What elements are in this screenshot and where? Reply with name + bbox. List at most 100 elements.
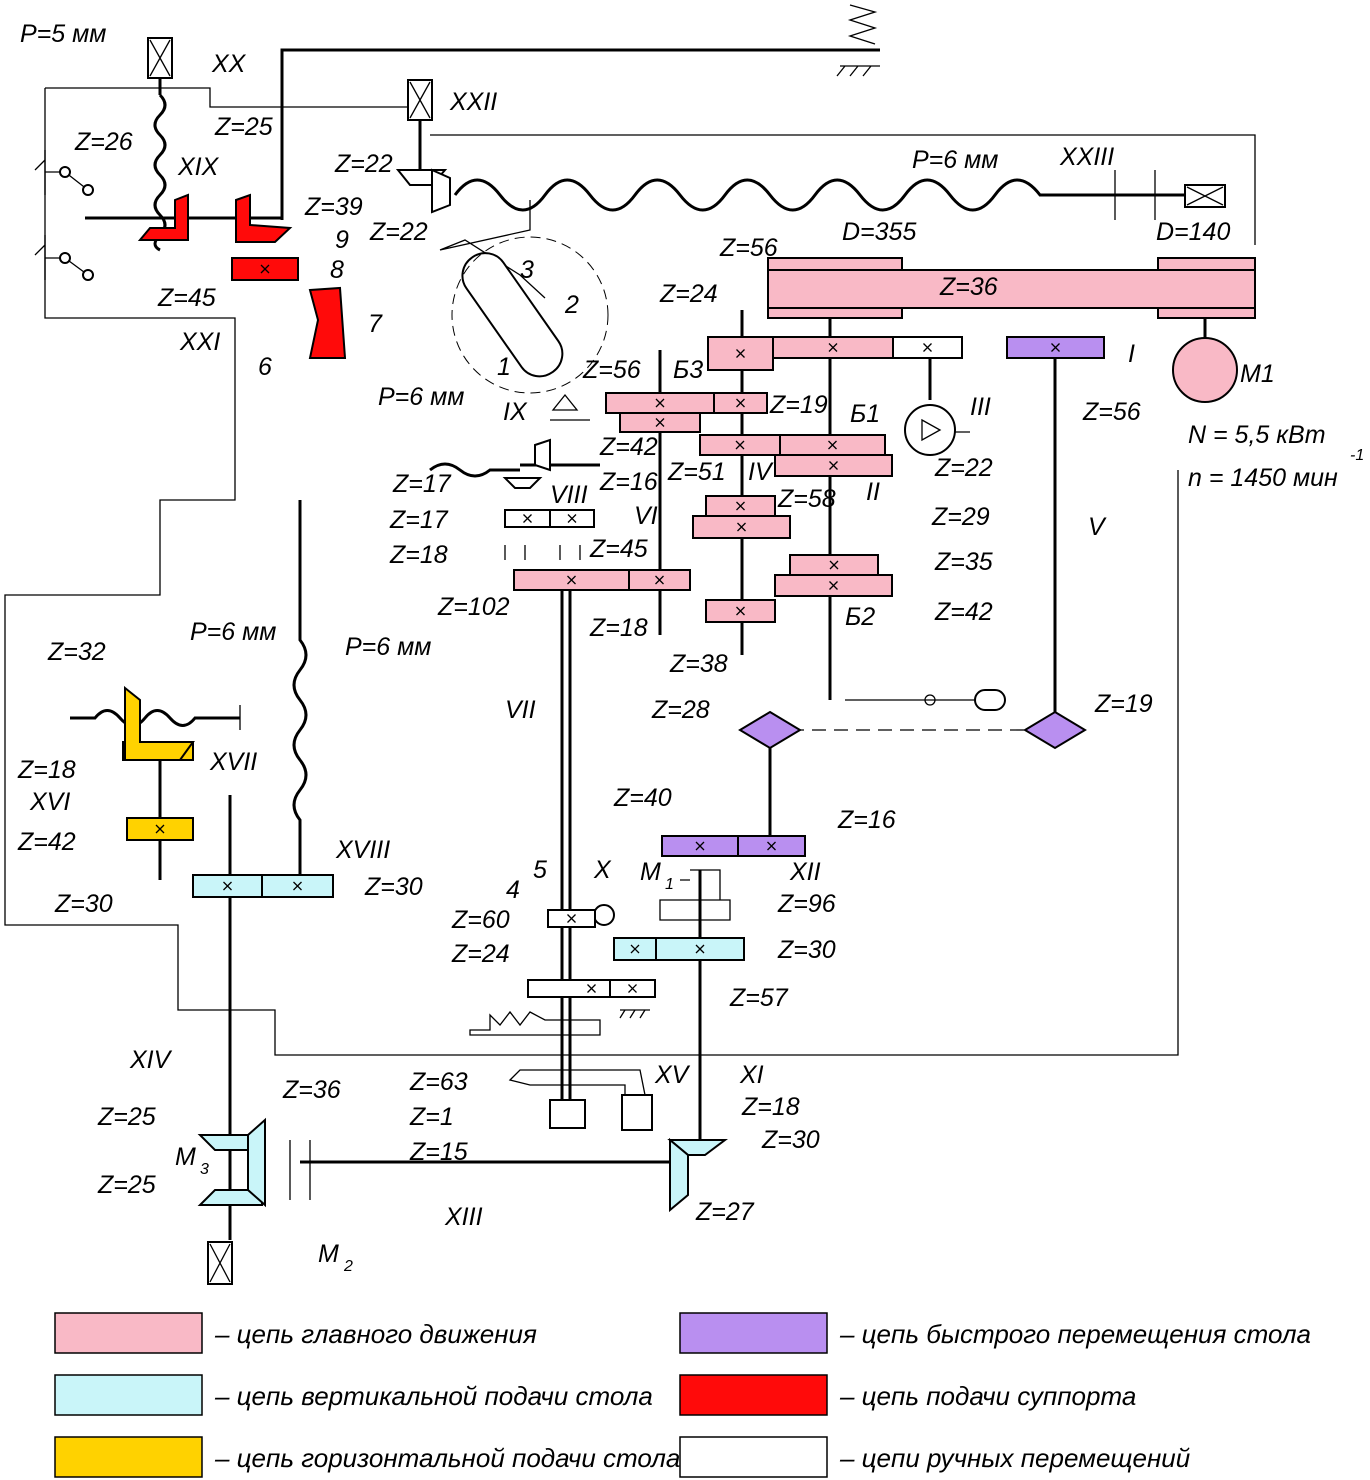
diagram-label: 5 xyxy=(533,856,547,884)
diagram-label: P=5 мм xyxy=(20,20,106,48)
gear-center-mark xyxy=(628,984,637,993)
diagram-label: M xyxy=(640,858,661,886)
gear-center-mark xyxy=(630,944,640,954)
diagram-label: Z=30 xyxy=(54,890,113,918)
diagram-label: 3 xyxy=(520,256,534,284)
gear-center-mark xyxy=(767,841,776,851)
diagram-label: Z=42 xyxy=(599,433,658,461)
diagram-label: XV xyxy=(654,1061,691,1089)
diagram-label: Z=45 xyxy=(589,535,648,563)
diagram-label: n = 1450 мин xyxy=(1188,464,1338,492)
bevel-gear-z25 xyxy=(235,193,293,243)
legend-label: – цепь быстрого перемещения стола xyxy=(839,1319,1311,1349)
diagram-label: II xyxy=(866,478,880,506)
diagram-label: Z=27 xyxy=(695,1198,755,1226)
gear-center-mark xyxy=(695,944,705,954)
diagram-label: Z=28 xyxy=(651,696,710,724)
diagram-label: Z=18 xyxy=(389,541,448,569)
diagram-label: -1 xyxy=(1350,447,1364,464)
legend-label: – цепи ручных перемещений xyxy=(839,1443,1190,1473)
diagram-label: P=6 мм xyxy=(378,383,464,411)
gear-center-mark xyxy=(828,343,838,352)
diagram-label: Z=16 xyxy=(837,806,896,834)
gear-center-mark xyxy=(655,398,665,408)
bevel-gear-z17b xyxy=(502,477,543,489)
diagram-label: Z=102 xyxy=(437,593,510,621)
diagram-label: P=6 мм xyxy=(912,146,998,174)
diagram-label: XXIII xyxy=(1059,143,1114,171)
diagram-label: 3 xyxy=(200,1161,209,1178)
diagram-label: XII xyxy=(789,858,821,886)
diagram-label: 8 xyxy=(330,256,344,284)
gear-center-mark xyxy=(923,343,932,352)
diagram-label: Z=56 xyxy=(1082,398,1141,426)
diagram-label: D=355 xyxy=(842,218,916,246)
gear-center-mark xyxy=(655,418,665,427)
legend-swatch xyxy=(679,1436,828,1478)
diagram-label: Z=18 xyxy=(589,614,648,642)
gear-center-mark xyxy=(567,514,577,523)
diagram-label: XIII xyxy=(444,1203,483,1231)
gear-center-mark xyxy=(736,398,745,408)
diagram-label: XI xyxy=(739,1061,764,1089)
diagram-label: V xyxy=(1088,513,1107,541)
gear-center-mark xyxy=(567,914,576,923)
frame-outline xyxy=(4,87,1256,1056)
diagram-label: D=140 xyxy=(1156,218,1230,246)
diagram-label: XX xyxy=(211,50,247,78)
diagram-label: Z=36 xyxy=(939,273,998,301)
gear-center-mark xyxy=(567,575,576,585)
diagram-label: Z=19 xyxy=(769,391,828,419)
diagram-label: Б2 xyxy=(845,603,875,631)
diagram-label: Z=56 xyxy=(582,356,641,384)
diagram-label: Z=1 xyxy=(409,1103,454,1131)
diagram-label: Б1 xyxy=(850,400,880,428)
diagram-label: Z=42 xyxy=(17,828,76,856)
diagram-label: Z=24 xyxy=(659,280,718,308)
diagram-label: P=6 мм xyxy=(345,633,431,661)
gear-center-mark xyxy=(829,461,838,470)
diagram-label: 1 xyxy=(497,353,511,381)
gear-center-mark xyxy=(695,841,705,851)
diagram-label: M xyxy=(318,1240,339,1268)
gear-center-mark xyxy=(736,349,745,358)
bevel-gear-z36 xyxy=(247,1117,266,1208)
diagram-label: VI xyxy=(634,502,658,530)
diagram-label: X xyxy=(593,856,612,884)
diagram-label: Z=22 xyxy=(334,150,393,178)
legend-swatch xyxy=(679,1312,828,1354)
diagram-label: Z=63 xyxy=(409,1068,468,1096)
diagram-label: Z=30 xyxy=(777,936,836,964)
diagram-label: IV xyxy=(748,458,774,486)
diagram-label: Z=51 xyxy=(667,458,726,486)
diagram-label: VIII xyxy=(550,481,588,509)
diagram-label: Z=26 xyxy=(74,128,133,156)
bevel-gear-z26 xyxy=(137,193,189,241)
diagram-label: XVI xyxy=(29,788,70,816)
gear-center-mark xyxy=(829,560,839,570)
diagram-label: Z=16 xyxy=(599,468,658,496)
diagram-label: Z=57 xyxy=(729,984,789,1012)
diagram-label: Z=40 xyxy=(613,784,672,812)
diagram-label: 6 xyxy=(258,353,272,381)
diagram-label: Z=17 xyxy=(389,506,449,534)
diagram-label: IX xyxy=(503,398,528,426)
gear-center-mark xyxy=(828,440,837,450)
diagram-label: Z=15 xyxy=(409,1138,468,1166)
gear-center-mark xyxy=(293,881,302,891)
legend-label: – цепь подачи суппорта xyxy=(839,1381,1136,1411)
gear-center-mark xyxy=(155,824,165,834)
belt-main-motion xyxy=(767,269,1256,309)
bevel-gear-z17 xyxy=(534,438,551,472)
diagram-label: 2 xyxy=(564,291,579,319)
diagram-label: 2 xyxy=(343,1258,353,1275)
diagram-label: Z=24 xyxy=(451,940,510,968)
diagram-label: P=6 мм xyxy=(190,618,276,646)
diagram-label: III xyxy=(970,393,991,421)
diagram-label: M1 xyxy=(1240,360,1275,388)
cam-7 xyxy=(308,286,347,359)
diagram-label: Z=30 xyxy=(364,873,423,901)
legend-swatch xyxy=(54,1436,203,1478)
diagram-label: 9 xyxy=(335,226,349,254)
